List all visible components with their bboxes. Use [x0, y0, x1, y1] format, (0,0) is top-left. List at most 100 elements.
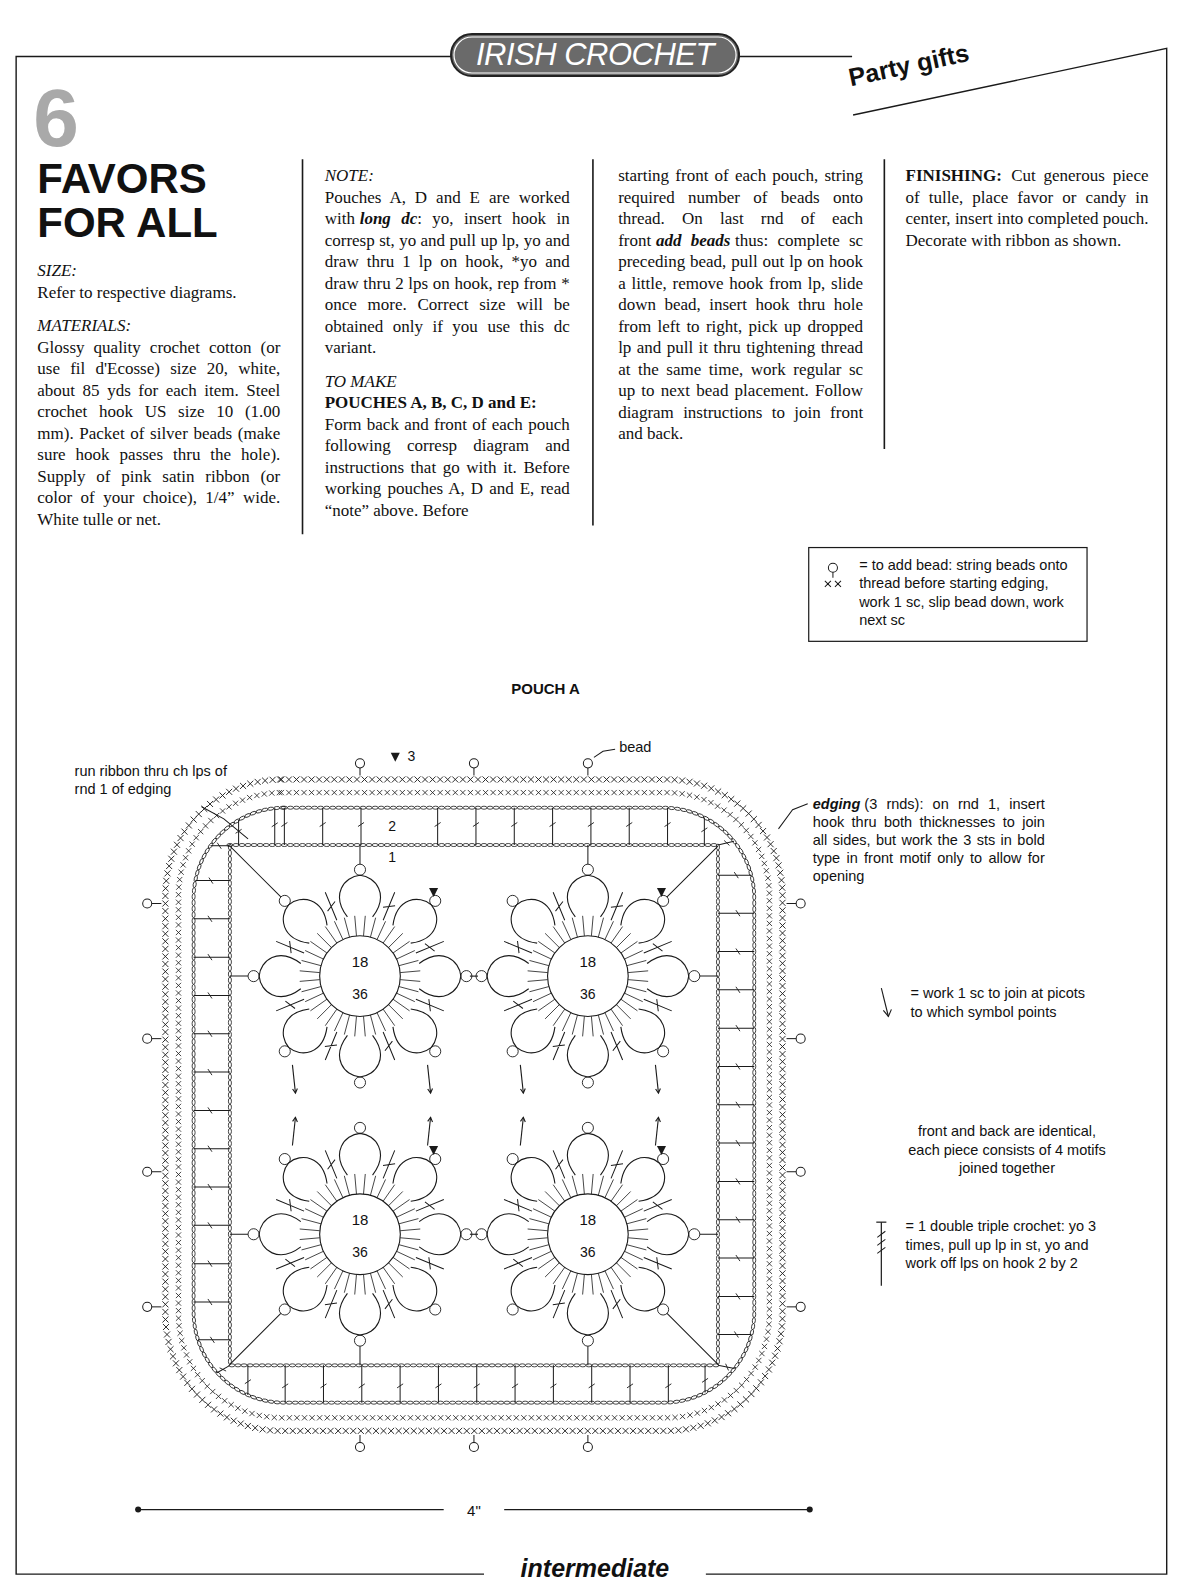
- treble-stitch: [194, 918, 230, 919]
- chain-stitch: [753, 1166, 756, 1172]
- stitch-tick: [397, 1384, 403, 1388]
- chain-stitch: [753, 961, 756, 967]
- double-crochet-ring: [300, 1174, 421, 1295]
- bead-stem: [587, 768, 588, 776]
- chain-stitch: [320, 1364, 326, 1367]
- treble-stitch: [668, 1365, 669, 1402]
- chain-stitch: [716, 1322, 719, 1328]
- chain-stitch: [716, 892, 719, 898]
- chain-stitch: [716, 1098, 719, 1104]
- chain-stitch: [716, 1189, 719, 1195]
- legend-text: = work 1 sc to join at picots to which s…: [911, 984, 1096, 1021]
- chain-stitch: [716, 1183, 719, 1189]
- treble-stitch: [400, 1365, 401, 1402]
- chain-stitch: [228, 1177, 231, 1183]
- chain-stitch: [192, 924, 195, 930]
- chain-stitch: [540, 1401, 546, 1404]
- body-text: MATERIALS:: [37, 316, 131, 335]
- chain-stitch: [228, 1104, 231, 1110]
- chain-stitch: [566, 844, 572, 847]
- chain-stitch: [643, 1401, 649, 1404]
- chain-stitch: [753, 955, 756, 961]
- chain-stitch: [372, 806, 378, 809]
- chain-stitch: [572, 806, 578, 809]
- stitch-tick: [208, 1107, 212, 1113]
- chain-stitch: [228, 1134, 231, 1140]
- chain-stitch: [445, 844, 451, 847]
- legend-text: = 1 double triple crochet: yo 3 times, p…: [906, 1217, 1106, 1273]
- chain-stitch: [228, 1225, 231, 1231]
- picot: [354, 1077, 365, 1088]
- chain-stitch: [716, 1159, 719, 1165]
- paragraph: Refer to respective diagrams.: [37, 282, 280, 304]
- treble-stitch: [515, 1365, 516, 1402]
- body-text: edging: [813, 796, 861, 812]
- chain-stitch: [716, 886, 719, 892]
- paragraph: Pouches A, D and E are worked withlong d…: [325, 187, 570, 359]
- chain-stitch: [228, 868, 231, 874]
- double-triple-crochet: [504, 1150, 718, 1365]
- chain-stitch: [392, 1364, 398, 1367]
- body-text: long dc: [360, 209, 418, 228]
- chain-stitch: [228, 1056, 231, 1062]
- treble-stitch: [718, 1028, 754, 1029]
- chain-stitch: [614, 806, 620, 809]
- chain-stitch: [192, 936, 195, 942]
- chain-stitch: [192, 1081, 195, 1087]
- stitch-tick: [358, 822, 364, 826]
- chain-stitch: [192, 1075, 195, 1081]
- chain-stitch: [571, 1401, 577, 1404]
- chain-stitch: [753, 1251, 756, 1257]
- chain-stitch: [263, 844, 269, 847]
- bead-symbol: [355, 759, 364, 768]
- double-crochet-ring: [528, 1174, 649, 1295]
- chain-stitch: [499, 806, 505, 809]
- bead-symbol: [583, 1442, 592, 1451]
- chain-stitch: [396, 806, 402, 809]
- chain-stitch: [631, 1401, 637, 1404]
- chain-stitch: [753, 1172, 756, 1178]
- chain-stitch: [463, 806, 469, 809]
- chain-stitch: [228, 892, 231, 898]
- chain-stitch: [228, 856, 231, 862]
- chain-stitch: [564, 1401, 570, 1404]
- diagram-title: POUCH A: [511, 680, 580, 697]
- crochet-chart: [143, 753, 806, 1452]
- chain-stitch: [574, 1364, 580, 1367]
- chain-stitch: [753, 1148, 756, 1154]
- chain-stitch: [413, 1401, 419, 1404]
- pill-inner-line: [454, 37, 736, 73]
- bead-symbol: [796, 1302, 805, 1311]
- chain-stitch: [389, 1401, 395, 1404]
- chain-stitch: [753, 973, 756, 979]
- chain-stitch: [293, 806, 299, 809]
- chain-stitch: [716, 856, 719, 862]
- chain-stitch: [753, 1203, 756, 1209]
- chain-stitch: [314, 1364, 320, 1367]
- chain-stitch: [523, 844, 529, 847]
- chain-stitch: [753, 1118, 756, 1124]
- chain-stitch: [544, 1364, 550, 1367]
- chain-stitch: [404, 1364, 410, 1367]
- chain-stitch: [716, 1080, 719, 1086]
- chain-stitch: [620, 844, 626, 847]
- chain-stitch: [308, 1364, 314, 1367]
- chain-stitch: [416, 1364, 422, 1367]
- stitch-count: 18: [352, 1211, 369, 1228]
- chain-stitch: [753, 1245, 756, 1251]
- chain-stitch: [338, 1364, 344, 1367]
- chain-stitch: [420, 844, 426, 847]
- stitch-tick: [627, 1384, 633, 1388]
- chain-stitch: [517, 806, 523, 809]
- chain-stitch: [271, 1364, 277, 1367]
- chain-stitch: [507, 1364, 513, 1367]
- paragraph: SIZE:: [37, 260, 280, 282]
- stitch-tick: [736, 1025, 740, 1031]
- treble-stitch: [194, 1301, 230, 1302]
- chain-stitch: [192, 1214, 195, 1220]
- chain-stitch: [283, 1364, 289, 1367]
- chain-stitch: [614, 844, 620, 847]
- double-triple-crochet: [230, 1150, 444, 1365]
- chain-stitch: [537, 1364, 543, 1367]
- chain-stitch: [192, 1057, 195, 1063]
